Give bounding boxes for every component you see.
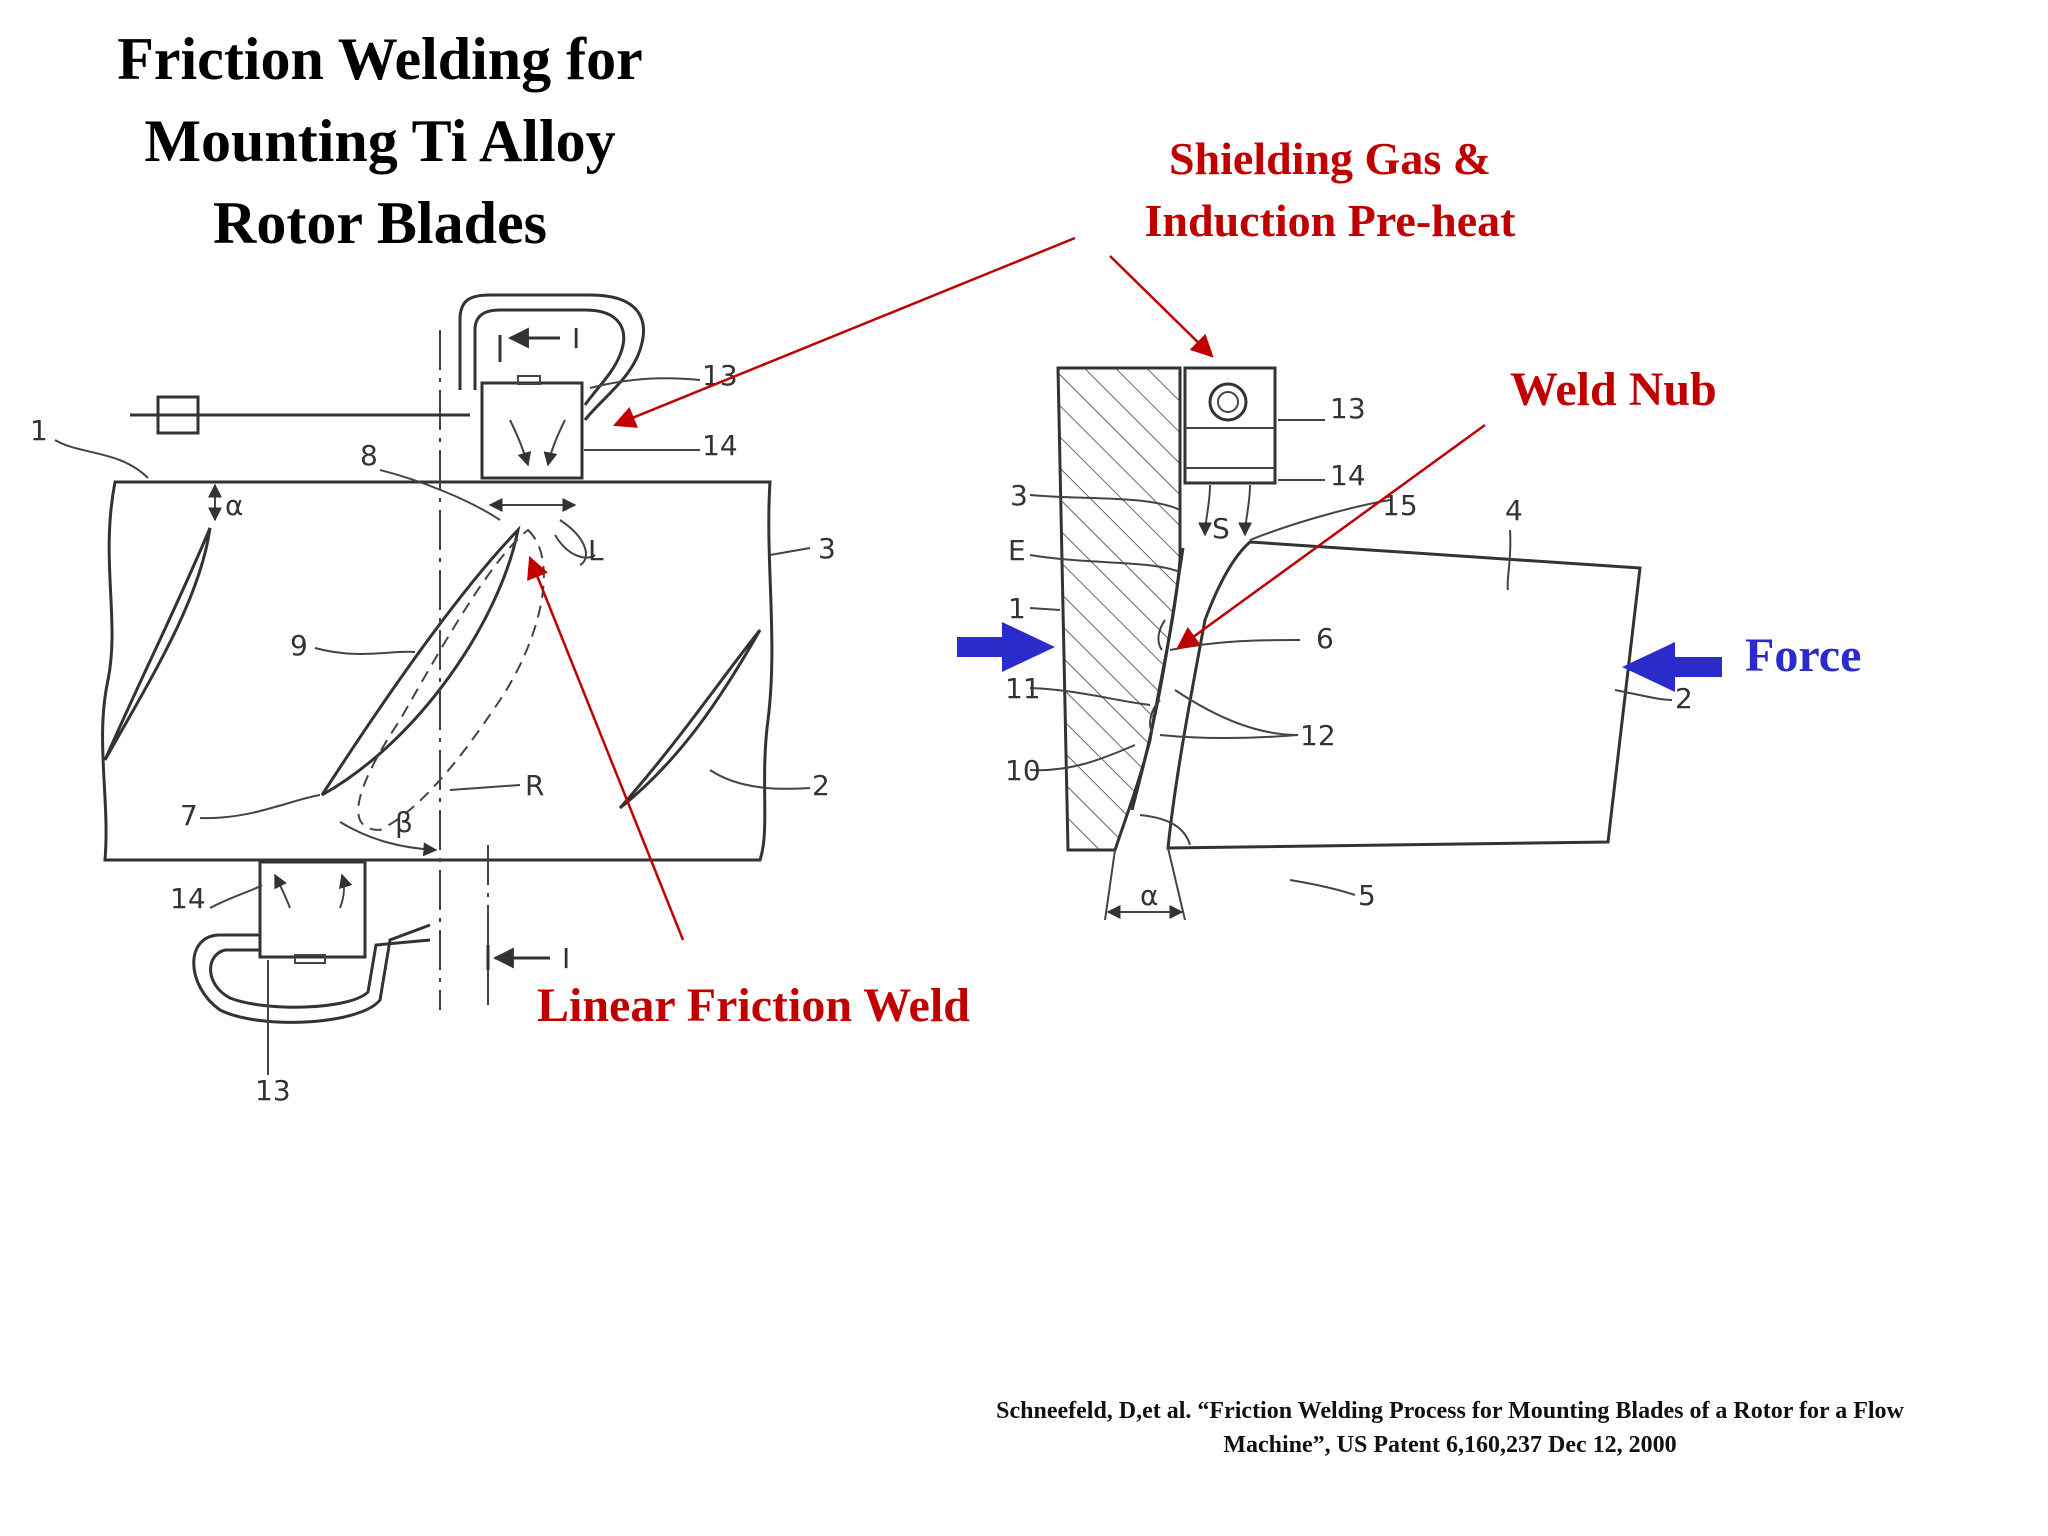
gas-nozzle-top — [480, 381, 584, 480]
left-ref-2: 2 — [812, 769, 830, 802]
blade-root-center — [320, 525, 521, 797]
left-ref-8: 8 — [360, 439, 378, 472]
arrow-shielding-to-right-nozzle — [1109, 255, 1214, 358]
right-ref-11: 11 — [1005, 672, 1041, 705]
right-ref-alpha: α — [1140, 879, 1158, 912]
shielding-callout-line-2: Induction Pre-heat — [1144, 195, 1516, 246]
left-ref-a: α — [225, 489, 243, 522]
right-figure-section-view — [1029, 366, 1673, 921]
patent-citation: Schneefeld, D,et al. “Friction Welding P… — [860, 1394, 2040, 1462]
left-ref-13-bottom: 13 — [255, 1074, 291, 1107]
shielding-gas-callout: Shielding Gas & Induction Pre-heat — [1100, 128, 1560, 252]
gas-nozzle-bottom — [258, 860, 367, 959]
induction-coil-bottom — [192, 923, 431, 1024]
section-coil — [1208, 382, 1248, 422]
left-ref-beta: β — [395, 806, 413, 839]
force-arrow-right — [1622, 642, 1722, 692]
right-ref-14: 14 — [1330, 459, 1366, 492]
arrow-shielding-to-left-nozzle — [612, 236, 1076, 428]
blade-root-left — [103, 527, 212, 761]
right-ref-4: 4 — [1505, 494, 1523, 527]
title-line-3: Rotor Blades — [213, 190, 547, 256]
blade-body — [1166, 540, 1642, 850]
left-figure-rotor-top-view — [54, 293, 811, 1075]
title-line-2: Mounting Ti Alloy — [144, 108, 616, 174]
left-ref-9: 9 — [290, 629, 308, 662]
arrow-weld-nub — [1176, 423, 1486, 650]
right-ref-5: 5 — [1358, 879, 1376, 912]
right-ref-6: 6 — [1316, 622, 1334, 655]
left-ref-14-bottom: 14 — [170, 882, 206, 915]
slide-title: Friction Welding for Mounting Ti Alloy R… — [40, 18, 720, 264]
blade-root-right — [618, 629, 762, 810]
right-ref-10: 10 — [1005, 754, 1041, 787]
right-ref-3: 3 — [1010, 479, 1028, 512]
arrow-linear-friction-weld — [527, 555, 685, 941]
left-ref-14-top: 14 — [702, 429, 738, 462]
section-nozzle — [1183, 366, 1277, 485]
blade-dashed-outline — [357, 528, 545, 832]
disk-section-hatched — [1056, 366, 1182, 852]
induction-coil-top-inner — [473, 308, 626, 406]
right-ref-12: 12 — [1300, 719, 1336, 752]
title-line-1: Friction Welding for — [117, 26, 643, 92]
feed-connector — [156, 395, 200, 435]
citation-line-1: Schneefeld, D,et al. “Friction Welding P… — [996, 1398, 1904, 1424]
linear-friction-weld-callout: Linear Friction Weld — [537, 979, 970, 1032]
induction-coil-top — [458, 293, 645, 421]
rotor-disk-outline — [101, 480, 774, 862]
weld-nub-callout: Weld Nub — [1510, 363, 1717, 416]
left-ref-R: R — [525, 769, 544, 802]
left-ref-3: 3 — [818, 532, 836, 565]
left-ref-1: 1 — [30, 414, 48, 447]
shielding-callout-line-1: Shielding Gas & — [1168, 133, 1492, 184]
right-ref-13: 13 — [1330, 392, 1366, 425]
left-ref-L: L — [588, 534, 604, 567]
right-ref-2: 2 — [1675, 682, 1693, 715]
right-ref-1: 1 — [1008, 592, 1026, 625]
right-ref-S: S — [1212, 512, 1230, 545]
force-label: Force — [1745, 629, 1862, 682]
citation-line-2: Machine”, US Patent 6,160,237 Dec 12, 20… — [1223, 1432, 1677, 1458]
right-ref-E: E — [1008, 534, 1026, 567]
force-arrow-left — [957, 622, 1055, 672]
right-ref-15: 15 — [1382, 489, 1418, 522]
left-ref-7: 7 — [180, 799, 198, 832]
left-ref-I-top: I — [572, 322, 580, 355]
left-ref-I-bottom: I — [562, 942, 570, 975]
